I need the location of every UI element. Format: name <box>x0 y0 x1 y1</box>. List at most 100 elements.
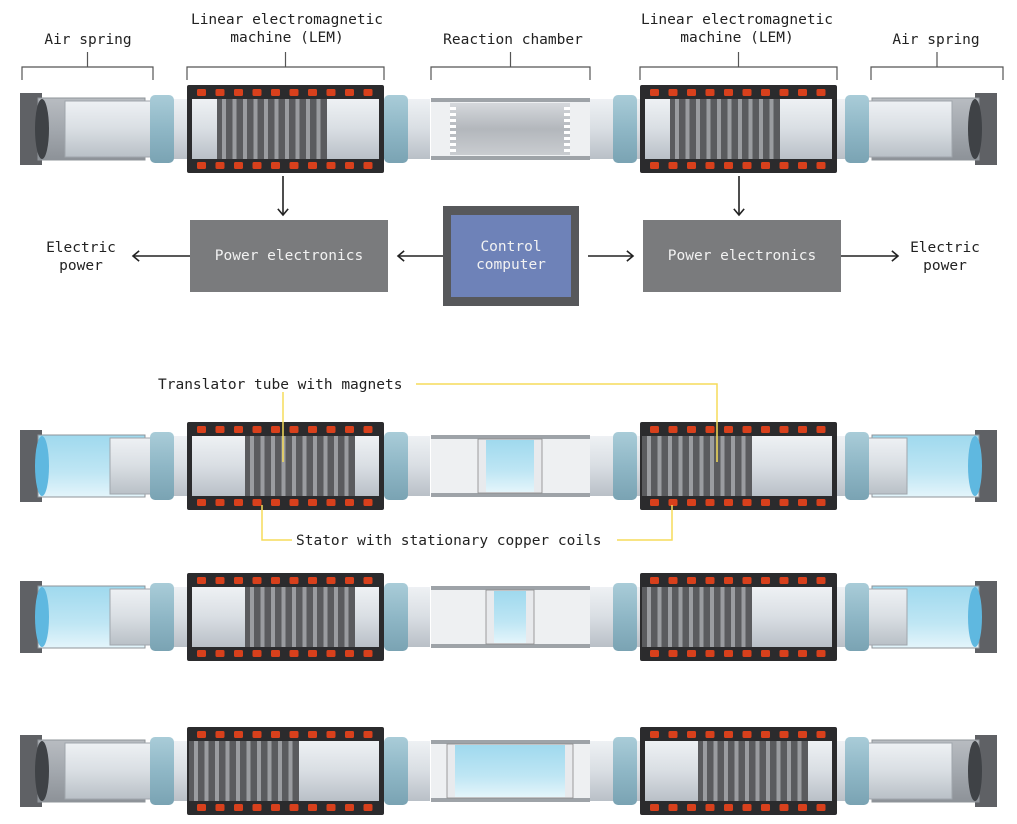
copper-coil-bottom <box>668 804 678 811</box>
copper-coil-bottom <box>816 162 826 169</box>
magnet-ring <box>755 741 760 801</box>
reaction-chamber-label: Reaction chamber <box>443 32 583 48</box>
copper-coil-bottom <box>215 804 225 811</box>
right-piston-face <box>968 99 982 159</box>
magnet-ring <box>727 99 732 159</box>
chamber-port <box>450 125 456 128</box>
arrow-lem-left-to-power-head <box>277 208 289 217</box>
magnet-ring <box>734 741 739 801</box>
copper-coil-bottom <box>742 499 752 506</box>
copper-coil-bottom <box>326 804 336 811</box>
chamber-port <box>450 149 456 152</box>
copper-coil-top <box>197 731 206 738</box>
copper-coil-bottom <box>742 804 752 811</box>
magnet-ring <box>748 99 753 159</box>
magnet-ring <box>678 587 683 647</box>
collar-left-outer <box>150 583 174 651</box>
copper-coil-bottom <box>197 650 206 657</box>
copper-coil-bottom <box>798 804 807 811</box>
magnet-ring <box>281 436 286 496</box>
collar-left-inner <box>384 95 408 163</box>
control-computer-box: Control computer <box>443 206 579 306</box>
copper-coil-top <box>252 89 262 96</box>
copper-coil-top <box>308 89 317 96</box>
copper-coil-bottom <box>705 650 715 657</box>
generator-stage-4 <box>20 727 997 815</box>
control-computer-screen: Control computer <box>451 215 571 297</box>
copper-coil-top <box>650 426 659 433</box>
chamber-bottom-rim <box>431 644 590 648</box>
copper-coil-bottom <box>363 162 373 169</box>
copper-coil-top <box>668 426 678 433</box>
copper-coil-bottom <box>724 804 733 811</box>
copper-coil-bottom <box>345 499 354 506</box>
collar-right-inner <box>613 737 637 805</box>
compressed-gas <box>455 745 565 797</box>
copper-coil-top <box>271 89 280 96</box>
magnet-ring <box>706 99 711 159</box>
copper-coil-top <box>724 89 733 96</box>
arrow-control-to-power-left-head <box>396 250 405 262</box>
copper-coil-bottom <box>252 162 262 169</box>
magnet-ring <box>675 99 679 159</box>
copper-coil-bottom <box>816 650 826 657</box>
copper-coil-top <box>345 89 354 96</box>
copper-coil-top <box>326 89 336 96</box>
magnet-ring <box>668 587 672 647</box>
right-piston-face <box>968 436 982 496</box>
copper-coil-bottom <box>650 650 659 657</box>
copper-coil-bottom <box>308 650 317 657</box>
copper-coil-top <box>234 89 243 96</box>
electric-power-right-line1: Electric <box>910 240 980 256</box>
copper-coil-bottom <box>668 499 678 506</box>
magnet-ring <box>313 436 317 496</box>
translator-callout-line-right <box>416 383 718 462</box>
copper-coil-bottom <box>326 499 336 506</box>
copper-coil-bottom <box>650 499 659 506</box>
magnet-ring <box>699 436 704 496</box>
magnet-ring <box>257 741 261 801</box>
reaction-chamber <box>431 435 590 497</box>
electric-power-left-line2: power <box>59 258 103 274</box>
chamber-port <box>450 113 456 116</box>
copper-coil-bottom <box>705 162 715 169</box>
chamber-port <box>564 143 570 146</box>
copper-coil-top <box>816 731 826 738</box>
collar-left-outer <box>150 95 174 163</box>
copper-coil-top <box>687 89 696 96</box>
right-piston-face <box>968 587 982 647</box>
copper-coil-top <box>687 577 696 584</box>
copper-coil-top <box>326 426 336 433</box>
chamber-port <box>450 131 456 134</box>
compressed-gas <box>486 440 534 492</box>
copper-coil-bottom <box>724 499 733 506</box>
stator-callout-line-left <box>261 505 292 541</box>
lem-left <box>187 727 384 815</box>
magnet-ring <box>246 741 251 801</box>
copper-coil-top <box>779 731 789 738</box>
collar-right-inner <box>613 583 637 651</box>
chamber-port <box>564 125 570 128</box>
copper-coil-bottom <box>668 162 678 169</box>
stator-callout-label: Stator with stationary copper coils <box>296 533 602 549</box>
magnet-ring <box>657 436 662 496</box>
magnet-ring <box>253 99 258 159</box>
magnet-ring <box>738 99 742 159</box>
copper-coil-top <box>271 577 280 584</box>
copper-coil-bottom <box>252 499 262 506</box>
copper-coil-bottom <box>271 499 280 506</box>
lem-right-label: Linear electromagnetic machine (LEM) <box>630 11 844 47</box>
reaction-chamber-bracket <box>430 52 591 80</box>
magnet-ring <box>260 587 265 647</box>
copper-coil-top <box>234 731 243 738</box>
magnet-ring <box>759 99 763 159</box>
copper-coil-top <box>816 89 826 96</box>
magnet-ring <box>316 99 321 159</box>
magnet-ring <box>295 99 300 159</box>
lem-left <box>187 573 384 661</box>
chamber-port <box>450 119 456 122</box>
magnet-ring <box>264 99 268 159</box>
copper-coil-top <box>197 426 206 433</box>
magnet-ring <box>302 436 307 496</box>
magnet-ring <box>766 741 770 801</box>
